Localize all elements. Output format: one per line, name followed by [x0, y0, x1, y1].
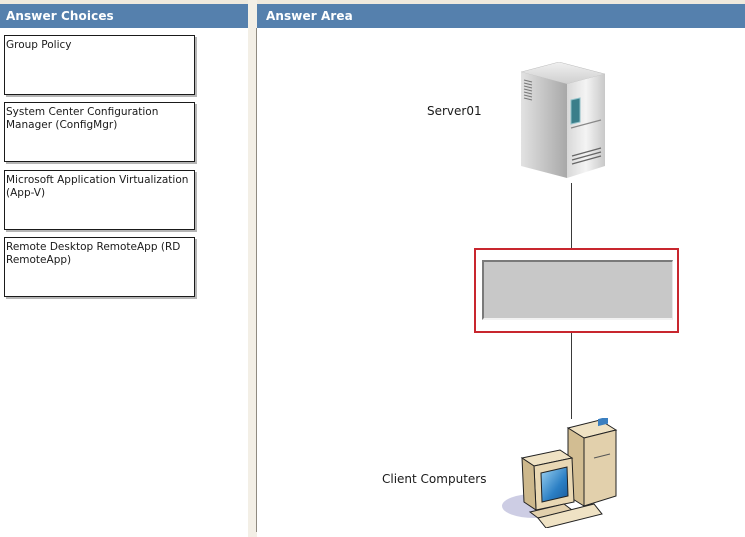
choice-configmgr[interactable]: System Center Configuration Manager (Con… — [4, 102, 195, 162]
answer-choices-header: Answer Choices — [0, 4, 248, 28]
panel-splitter — [248, 0, 257, 537]
connector-server-to-target — [571, 183, 572, 248]
choice-rd-remoteapp[interactable]: Remote Desktop RemoteApp (RD RemoteApp) — [4, 237, 195, 297]
server-label: Server01 — [427, 104, 482, 118]
choice-app-v[interactable]: Microsoft Application Virtualization (Ap… — [4, 170, 195, 230]
client-computers-label: Client Computers — [382, 472, 487, 486]
top-strip — [0, 0, 745, 4]
answer-area-header: Answer Area — [257, 4, 745, 28]
desktop-computer-icon — [502, 418, 618, 528]
server-tower-icon — [520, 62, 606, 178]
connector-target-to-clients — [571, 333, 572, 419]
drop-target[interactable] — [474, 248, 679, 333]
choice-group-policy[interactable]: Group Policy — [4, 35, 195, 95]
answer-choices-panel: Answer Choices Group Policy System Cente… — [0, 4, 248, 537]
drop-target-slot[interactable] — [482, 260, 673, 320]
